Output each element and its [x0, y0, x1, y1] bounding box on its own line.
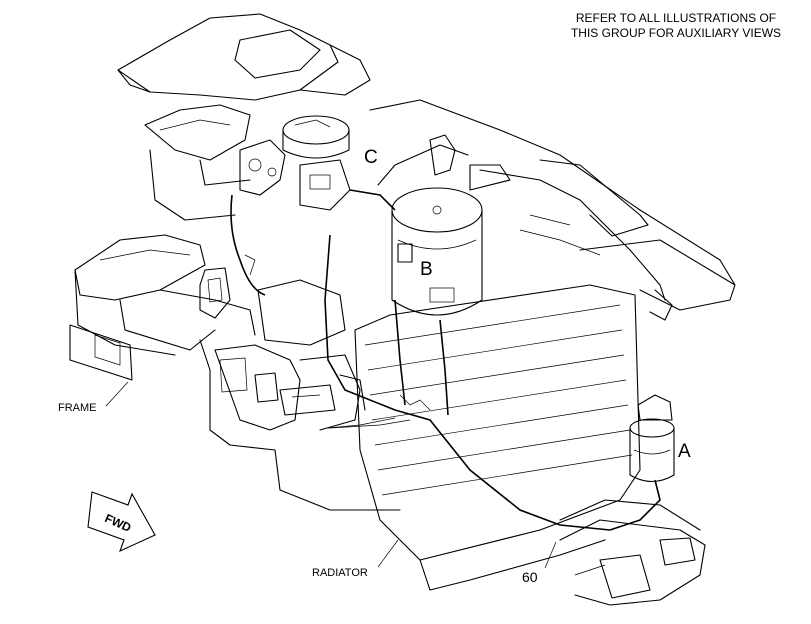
reference-note-line-1: REFER TO ALL ILLUSTRATIONS OF	[576, 11, 776, 25]
reference-note: REFER TO ALL ILLUSTRATIONS OF THIS GROUP…	[571, 11, 781, 40]
component-c-canister	[239, 115, 351, 211]
component-a-cylinder	[629, 394, 675, 483]
mount-bracket-outline	[559, 519, 706, 606]
radiator-outline	[354, 284, 701, 591]
label-radiator: RADIATOR	[312, 567, 368, 579]
label-b: B	[420, 259, 433, 280]
label-frame: FRAME	[58, 402, 97, 414]
label-a: A	[678, 441, 691, 462]
frame-rail-outline	[69, 234, 256, 381]
component-b-tank	[391, 187, 483, 316]
frame-body-outline	[199, 279, 411, 511]
label-part-60: 60	[522, 569, 538, 585]
reference-note-line-2: THIS GROUP FOR AUXILIARY VIEWS	[571, 26, 781, 40]
leader-lines	[105, 381, 557, 569]
upper-body-outline	[117, 13, 371, 221]
wiring-harness	[230, 169, 673, 531]
forward-direction-arrow: FWD	[87, 491, 156, 553]
label-c: C	[364, 147, 378, 168]
platform-outline	[369, 99, 736, 311]
